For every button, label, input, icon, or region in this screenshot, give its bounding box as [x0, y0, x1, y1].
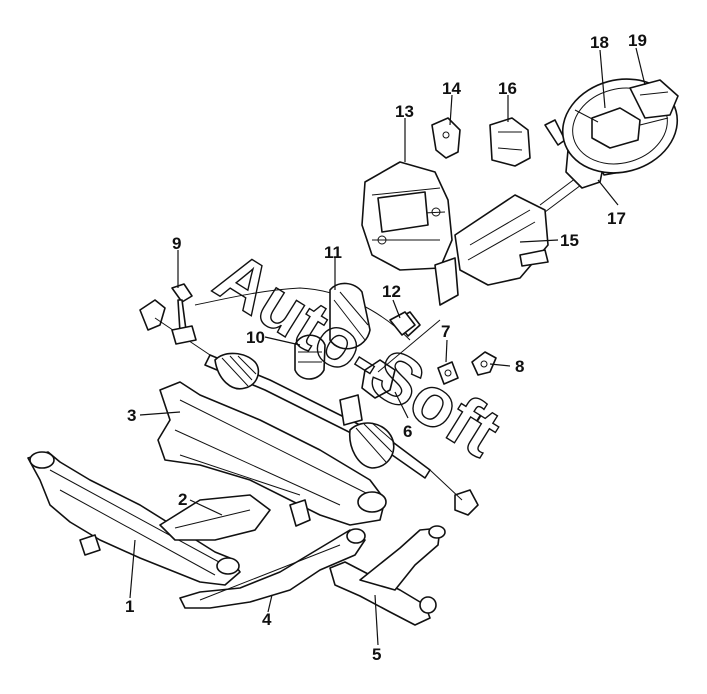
tie-rod-ends: [139, 299, 479, 516]
callout-11: 11: [324, 243, 342, 262]
part-5-control-arm-ball-joint: [329, 525, 446, 626]
part-10-rack-bushing: [294, 334, 326, 380]
callout-labels: 1 2 3 4 5 6 7 8 9 10 11 12 13 14 15 16 1…: [125, 31, 647, 664]
part-4-lower-control-arm: [179, 528, 366, 609]
callout-8: 8: [515, 357, 524, 376]
callout-19: 19: [628, 31, 647, 50]
callout-6: 6: [403, 422, 412, 441]
callout-7: 7: [441, 322, 450, 341]
callout-9: 9: [172, 234, 181, 253]
part-11-column-cover: [329, 282, 371, 350]
callout-15: 15: [560, 231, 579, 250]
part-19-horn-pad: [629, 79, 679, 119]
callout-4: 4: [262, 610, 272, 629]
part-2-bracket: [159, 494, 271, 541]
part-13-mount-bracket: [361, 161, 453, 271]
callout-12: 12: [382, 282, 401, 301]
callout-3: 3: [127, 406, 136, 425]
callout-14: 14: [442, 79, 461, 98]
callout-10: 10: [246, 328, 265, 347]
part-16-lock-housing: [489, 117, 531, 167]
callout-16: 16: [498, 79, 517, 98]
callout-5: 5: [372, 645, 381, 664]
callout-17: 17: [607, 209, 626, 228]
part-8-clip: [471, 351, 497, 376]
callout-18: 18: [590, 33, 609, 52]
part-14-small-bracket: [431, 117, 461, 159]
callout-13: 13: [395, 102, 414, 121]
steering-rack: [204, 352, 431, 479]
part-15-steering-column: [434, 119, 586, 306]
part-3-rear-subframe: [157, 381, 387, 527]
callout-1: 1: [125, 597, 134, 616]
leader-lines: [129, 47, 646, 646]
part-9-stabilizer-link: [171, 283, 411, 345]
part-12-coupling: [389, 311, 416, 336]
part-1-front-crossmember: [27, 451, 241, 586]
callout-2: 2: [178, 490, 187, 509]
part-7-fitting: [437, 361, 459, 385]
